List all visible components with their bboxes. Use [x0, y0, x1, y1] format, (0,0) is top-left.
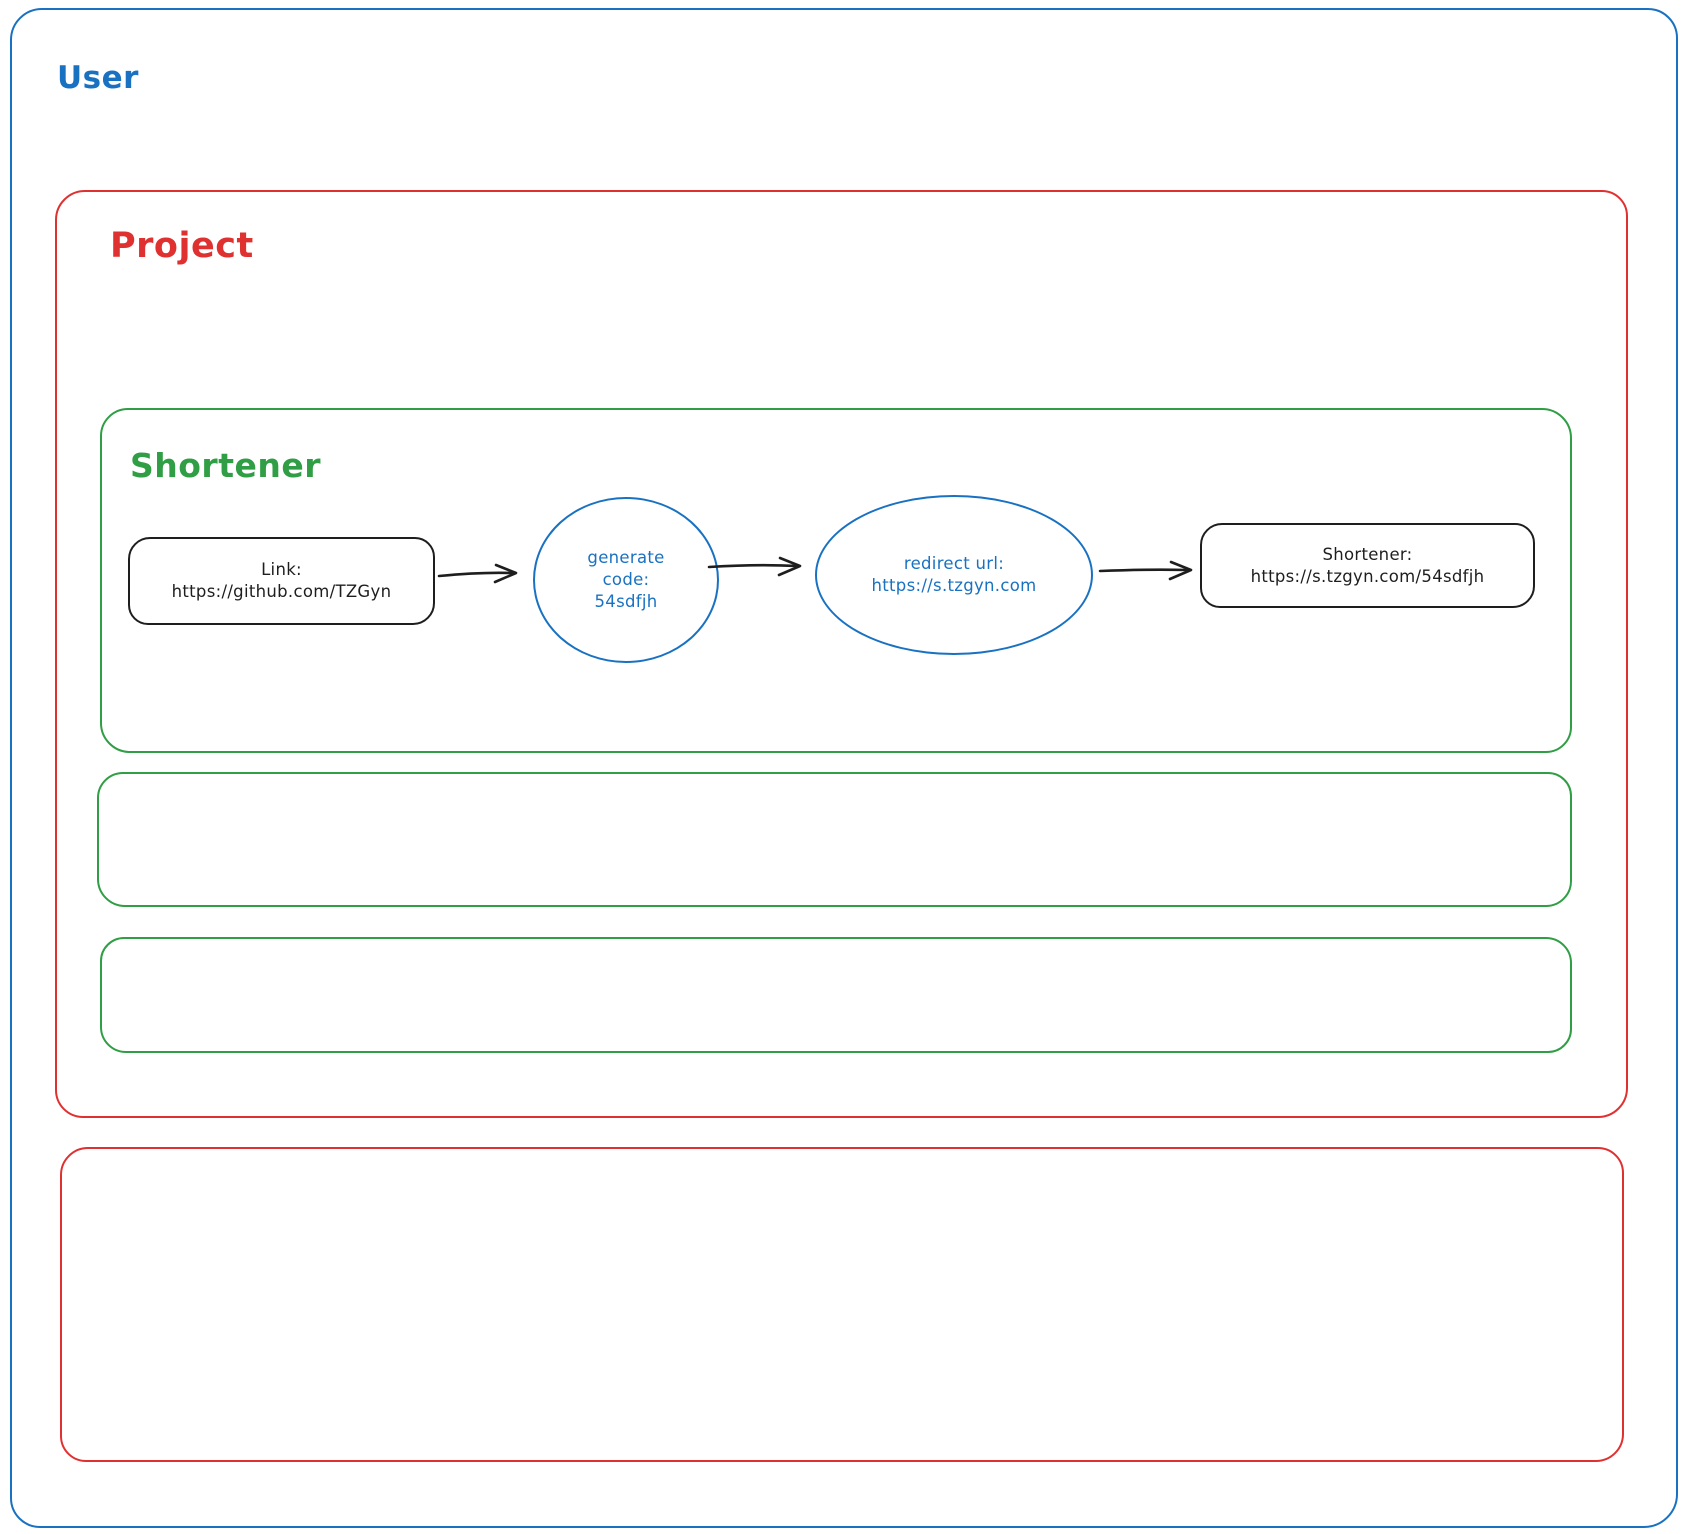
link-node-url: https://github.com/TZGyn	[171, 582, 392, 601]
arrow-right-icon	[706, 553, 810, 581]
empty-green-box-1	[97, 772, 1572, 907]
arrow-right-icon	[436, 560, 526, 588]
redirect-url-line1: redirect url:	[903, 554, 1005, 573]
shortener-result-url: https://s.tzgyn.com/54sdfjh	[1250, 566, 1485, 586]
link-node-title: Link:	[261, 560, 302, 579]
empty-green-box-2	[100, 937, 1572, 1053]
user-container	[10, 8, 1678, 1528]
generate-code-line1: generate	[587, 548, 665, 567]
user-label: User	[57, 60, 139, 96]
arrow-right-icon	[1097, 557, 1201, 585]
shortener-result-node: Shortener: https://s.tzgyn.com/54sdfjh	[1200, 523, 1535, 608]
generate-code-node: generate code: 54sdfjh	[533, 497, 719, 663]
generate-code-line2: code:	[602, 570, 650, 589]
shortener-label: Shortener	[130, 446, 322, 485]
redirect-url-line2: https://s.tzgyn.com	[871, 576, 1037, 595]
redirect-url-node: redirect url: https://s.tzgyn.com	[815, 495, 1093, 655]
generate-code-line3: 54sdfjh	[594, 592, 658, 611]
shortener-result-title: Shortener:	[1322, 544, 1413, 564]
project-label: Project	[110, 226, 254, 266]
empty-red-box	[60, 1147, 1624, 1462]
link-node: Link: https://github.com/TZGyn	[128, 537, 435, 625]
project-container	[55, 190, 1628, 1118]
shortener-container	[100, 408, 1572, 753]
